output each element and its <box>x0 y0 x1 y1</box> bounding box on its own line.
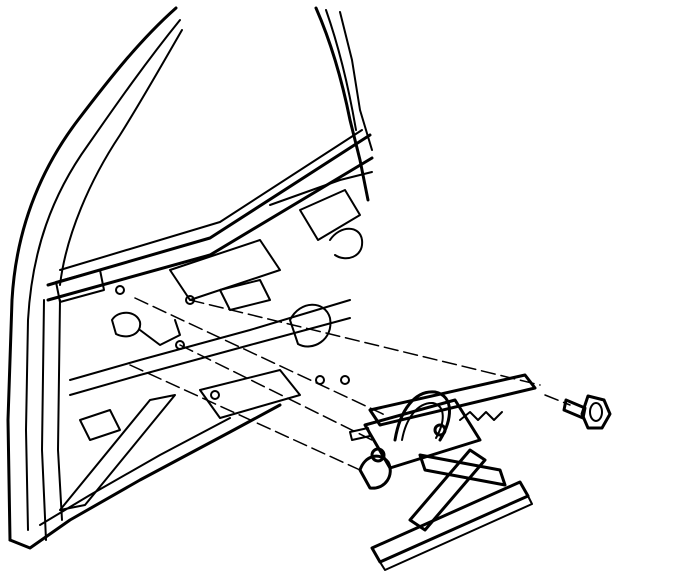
panel-latch-area <box>299 189 361 241</box>
door-frame-outer-edge <box>6 6 178 542</box>
regulator-mount-plate <box>363 398 482 470</box>
panel-access-hole-2 <box>219 279 271 311</box>
panel-top-bracket <box>55 269 105 303</box>
bolt-head <box>580 394 612 430</box>
panel-cross-member-lower <box>69 317 351 396</box>
beltline-lower <box>46 156 374 302</box>
regulator-sash-rail <box>368 373 537 427</box>
b-pillar-inner <box>325 9 357 131</box>
panel-lower-bracket <box>199 369 301 419</box>
regulator-main-arm <box>418 453 507 487</box>
panel-fastener-2 <box>185 295 195 305</box>
regulator-lift-arm <box>393 390 451 442</box>
panel-fastener-6 <box>340 375 350 385</box>
regulator-bottom-channel <box>370 480 530 564</box>
panel-speaker-opening <box>289 303 332 348</box>
hinge-pillar-inner <box>57 299 63 521</box>
door-shell <box>6 6 374 550</box>
explode-line-3 <box>179 344 373 441</box>
b-pillar-face <box>339 11 373 151</box>
hinge-pillar <box>41 299 47 541</box>
door-frame-inner-edge <box>25 19 181 531</box>
mounting-bolt <box>562 394 612 430</box>
regulator-spring <box>459 411 503 421</box>
beltline-upper <box>46 133 372 287</box>
panel-detail-2 <box>139 319 181 346</box>
panel-fastener-3 <box>175 340 185 350</box>
regulator-pivot <box>370 447 386 463</box>
panel-detail-3 <box>79 409 121 441</box>
beltline-reinforcement <box>59 129 363 271</box>
panel-fastener-4 <box>210 390 220 400</box>
panel-access-hole-1 <box>111 311 142 338</box>
panel-cross-member <box>69 299 351 381</box>
explode-line-2 <box>189 299 541 386</box>
inner-panel <box>55 171 373 511</box>
explode-line-4 <box>129 364 361 471</box>
b-pillar-outer <box>314 6 370 202</box>
regulator-stud <box>349 427 371 441</box>
bolt-head-face <box>589 402 603 422</box>
panel-detail-1 <box>329 227 364 260</box>
window-regulator <box>349 373 537 571</box>
door-bottom-edge <box>8 403 282 550</box>
door-frame-glass-channel <box>59 29 183 286</box>
regulator-bottom-channel-lip <box>379 495 533 571</box>
panel-lock-rod <box>269 171 373 206</box>
panel-diagonal-brace <box>59 394 176 511</box>
regulator-sector-gear <box>358 454 392 490</box>
explode-lines <box>129 297 571 471</box>
explode-line-1 <box>134 297 386 416</box>
panel-fastener-1 <box>115 285 125 295</box>
regulator-pivot-2 <box>433 423 447 437</box>
panel-upper-cutout <box>169 239 281 301</box>
